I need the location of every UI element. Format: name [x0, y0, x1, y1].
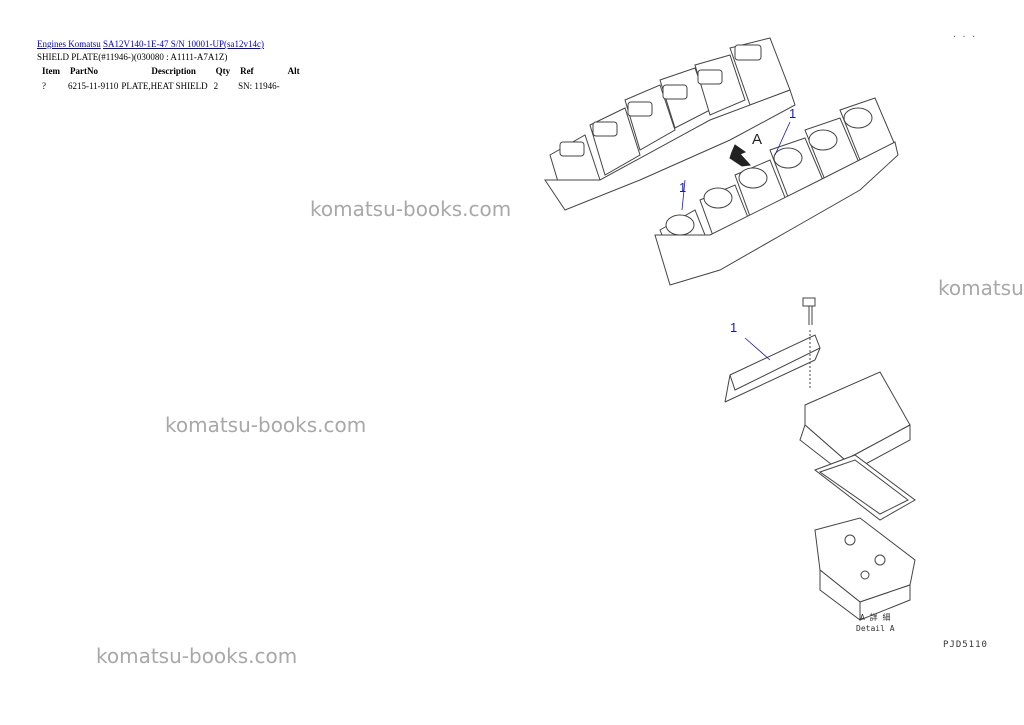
- breadcrumb-link-model[interactable]: SA12V140-1E-47 S/N 10001-UP(sa12v14c): [103, 39, 264, 49]
- cell-description: PLATE,HEAT SHIELD: [121, 81, 208, 91]
- shield-plate: [724, 334, 821, 403]
- col-header-qty: Qty: [215, 66, 231, 76]
- cell-ref: SN: 11946-: [238, 81, 280, 91]
- watermark: komatsu-books.com: [165, 413, 367, 437]
- watermark: komatsu-books.com: [310, 197, 512, 221]
- detail-a-label: A 詳 細 Detail A: [856, 612, 895, 634]
- watermark: komatsu-books.com: [938, 276, 1024, 300]
- table-header-row: Item PartNo Description Qty Ref Alt: [37, 65, 305, 81]
- callout-1-upper-left: 1: [679, 180, 687, 195]
- cell-qty: 2: [213, 81, 219, 91]
- cell-alt: [283, 81, 305, 91]
- upper-head-bank: [544, 37, 796, 211]
- watermark: komatsu-books.com: [96, 644, 298, 668]
- detail-label-en: Detail A: [856, 624, 895, 633]
- parts-table: Item PartNo Description Qty Ref Alt ? 62…: [37, 65, 305, 91]
- view-arrow-icon: [729, 144, 752, 167]
- view-a-label: A: [752, 131, 763, 148]
- col-header-ref: Ref: [240, 66, 254, 76]
- col-header-alt: Alt: [287, 66, 300, 76]
- figure-code: PJD5110: [943, 640, 988, 650]
- col-header-description: Description: [151, 66, 196, 76]
- breadcrumb: Engines Komatsu SA12V140-1E-47 S/N 10001…: [37, 39, 264, 49]
- gasket: [813, 454, 916, 521]
- col-header-partno: PartNo: [70, 66, 98, 76]
- detail-label-jp: A 詳 細: [860, 613, 891, 622]
- lower-head-bank: [654, 97, 899, 286]
- head-block: [814, 517, 916, 621]
- cell-item: ?: [42, 81, 46, 91]
- breadcrumb-link-engines[interactable]: Engines Komatsu: [37, 39, 101, 49]
- callout-1-lower: 1: [730, 320, 738, 335]
- callout-1-upper-right: 1: [789, 106, 797, 121]
- page-subtitle: SHIELD PLATE(#11946-)(030080 : A1111-A7A…: [37, 52, 228, 62]
- parts-diagram: [544, 37, 916, 621]
- bolt: [802, 297, 816, 390]
- corner-mark: · · ·: [952, 32, 977, 41]
- col-header-item: Item: [42, 66, 60, 76]
- table-row: ? 6215-11-9110 PLATE,HEAT SHIELD 2 SN: 1…: [37, 81, 305, 91]
- cell-partno: 6215-11-9110: [68, 81, 119, 91]
